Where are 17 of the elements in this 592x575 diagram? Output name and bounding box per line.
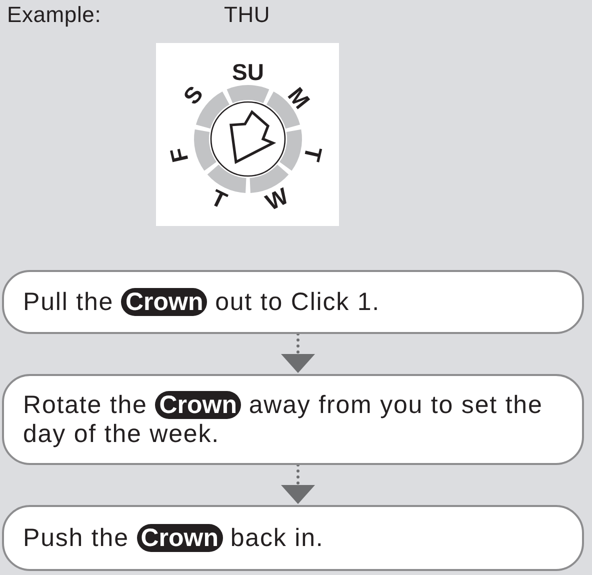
day-letter: T [302, 144, 325, 164]
day-label: THU [224, 3, 270, 27]
day-letter: W [262, 186, 292, 214]
instruction-text: Pull the Crown out to Click 1. [23, 288, 380, 316]
day-letter: M [285, 84, 313, 112]
step-box [2, 505, 584, 571]
example-label: Example: [7, 3, 102, 27]
arrow [281, 464, 315, 506]
day-letter: S [180, 83, 206, 108]
instruction-text: Push the Crown back in. [23, 524, 324, 552]
day-letter: SU [232, 62, 264, 82]
instruction-text: Rotate the Crown away from you to set the day of the week. [23, 390, 544, 448]
day-letter: T [208, 186, 230, 211]
day-letter: F [167, 146, 190, 164]
step-box [2, 270, 584, 334]
arrow [281, 332, 315, 374]
step-box [2, 374, 584, 465]
